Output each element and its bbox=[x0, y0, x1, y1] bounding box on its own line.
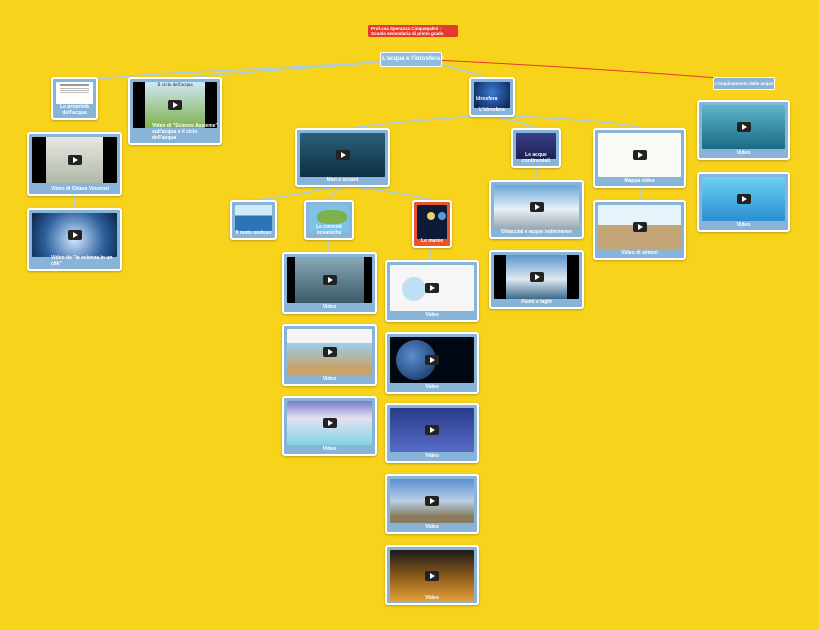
video-thumbnail bbox=[390, 550, 474, 602]
play-icon[interactable] bbox=[425, 425, 439, 435]
node-scienze-vita[interactable]: Video da "la scienza in un clik" bbox=[27, 208, 122, 271]
node-video-correnti-3[interactable]: Video bbox=[282, 396, 377, 456]
play-icon[interactable] bbox=[67, 155, 82, 165]
node-caption: Mari e oceani bbox=[326, 177, 359, 183]
node-proprieta[interactable]: Le proprietà dell'acqua bbox=[51, 77, 98, 120]
node-caption: Le proprietà dell'acqua bbox=[60, 104, 89, 116]
node-video-maree-3[interactable]: Video bbox=[385, 403, 479, 463]
node-inquinamento-video-2[interactable]: Video bbox=[697, 172, 790, 232]
slide-title: Il ciclo dell'acqua bbox=[157, 83, 193, 88]
node-caption: Le maree bbox=[421, 238, 443, 244]
node-correnti[interactable]: Le correnti oceaniche bbox=[304, 200, 354, 240]
play-icon[interactable] bbox=[425, 496, 439, 506]
document-thumbnail bbox=[56, 82, 93, 104]
play-icon[interactable] bbox=[529, 272, 544, 282]
video-thumbnail: Il ciclo dell'acqua bbox=[133, 82, 217, 128]
node-video-correnti-1[interactable]: Video bbox=[282, 252, 377, 314]
node-video-maree-5[interactable]: Video bbox=[385, 545, 479, 605]
author-note: Prof.ssa Speranza Cinquepalmi - Scuola s… bbox=[368, 25, 458, 37]
node-caption: Ghiacciai e acque sotterranee bbox=[501, 229, 572, 235]
node-caption: Video bbox=[425, 595, 439, 601]
image-title: Idrosfera bbox=[476, 96, 498, 102]
node-caption: Video bbox=[322, 446, 337, 452]
node-caption: Video di sintesi bbox=[621, 250, 658, 256]
play-icon[interactable] bbox=[322, 418, 337, 428]
video-thumbnail bbox=[390, 265, 474, 311]
node-fiumi[interactable]: Fiumi e laghi bbox=[489, 250, 584, 309]
video-thumbnail bbox=[598, 205, 681, 249]
node-caption: Mappa video bbox=[624, 178, 655, 184]
play-icon[interactable] bbox=[736, 194, 751, 204]
node-ciclo-video[interactable]: Il ciclo dell'acqua Video di "Scienze As… bbox=[128, 77, 222, 145]
video-thumbnail bbox=[494, 255, 579, 299]
play-icon[interactable] bbox=[322, 347, 337, 357]
node-video-maree-1[interactable]: Video bbox=[385, 260, 479, 322]
play-icon[interactable] bbox=[425, 283, 439, 293]
video-thumbnail bbox=[32, 213, 117, 257]
node-caption: Video bbox=[736, 222, 751, 228]
node-caption: L'idrosfera bbox=[479, 107, 505, 113]
play-icon[interactable] bbox=[322, 275, 337, 285]
image-thumbnail bbox=[309, 205, 349, 231]
node-chiara[interactable]: Video di Chiara Vincenzi bbox=[27, 132, 122, 196]
play-icon[interactable] bbox=[335, 150, 350, 160]
node-caption: Video di Chiara Vincenzi bbox=[51, 186, 109, 192]
node-caption: Le acque continentali bbox=[521, 152, 551, 164]
video-thumbnail bbox=[390, 479, 474, 523]
node-caption: Le correnti oceaniche bbox=[316, 224, 342, 236]
node-caption: Video bbox=[425, 453, 439, 459]
video-thumbnail bbox=[287, 329, 372, 375]
node-caption: Video bbox=[425, 524, 439, 530]
node-video-maree-4[interactable]: Video bbox=[385, 474, 479, 534]
play-icon[interactable] bbox=[632, 150, 647, 160]
node-caption: Video bbox=[322, 304, 337, 310]
node-mari[interactable]: Mari e oceani bbox=[295, 128, 390, 187]
node-caption: Video bbox=[425, 312, 439, 318]
video-thumbnail bbox=[300, 133, 385, 177]
node-moto[interactable]: Il moto ondoso bbox=[230, 200, 277, 240]
video-thumbnail bbox=[390, 337, 474, 383]
play-icon[interactable] bbox=[632, 222, 647, 232]
play-icon[interactable] bbox=[67, 230, 82, 240]
play-icon[interactable] bbox=[168, 100, 182, 110]
node-sintesi[interactable]: Video di sintesi bbox=[593, 200, 686, 260]
node-caption: Video bbox=[736, 150, 751, 156]
node-caption: Video di "Scienze Assieme" sull'acqua e … bbox=[152, 123, 218, 141]
node-caption: Video bbox=[322, 376, 337, 382]
topic-inquinamento[interactable]: L'inquinamento delle acque bbox=[713, 77, 775, 90]
image-thumbnail: Idrosfera bbox=[474, 82, 510, 108]
node-continentali[interactable]: Le acque continentali bbox=[511, 128, 561, 168]
image-thumbnail bbox=[417, 205, 447, 239]
image-thumbnail bbox=[235, 205, 272, 231]
play-icon[interactable] bbox=[529, 202, 544, 212]
node-ghiacciai[interactable]: Ghiacciai e acque sotterranee bbox=[489, 180, 584, 239]
node-video-maree-2[interactable]: Video bbox=[385, 332, 479, 394]
node-caption: Il moto ondoso bbox=[235, 230, 272, 236]
node-inquinamento-video-1[interactable]: Video bbox=[697, 100, 790, 160]
video-thumbnail bbox=[287, 257, 372, 303]
video-thumbnail bbox=[287, 401, 372, 445]
node-maree[interactable]: Le maree bbox=[412, 200, 452, 248]
video-thumbnail bbox=[32, 137, 117, 183]
node-video-correnti-2[interactable]: Video bbox=[282, 324, 377, 386]
play-icon[interactable] bbox=[425, 571, 439, 581]
node-caption: Fiumi e laghi bbox=[521, 299, 552, 305]
video-thumbnail bbox=[702, 105, 785, 149]
play-icon[interactable] bbox=[736, 122, 751, 132]
video-thumbnail bbox=[598, 133, 681, 177]
root-topic[interactable]: L'acqua e l'idrosfera bbox=[380, 52, 442, 67]
video-thumbnail bbox=[702, 177, 785, 221]
video-thumbnail bbox=[390, 408, 474, 452]
node-caption: Video da "la scienza in un clik" bbox=[51, 255, 113, 267]
children-count: 4 bbox=[441, 55, 444, 60]
video-thumbnail bbox=[494, 185, 579, 229]
play-icon[interactable] bbox=[425, 355, 439, 365]
node-caption: Video bbox=[425, 384, 439, 390]
node-idrosfera[interactable]: Idrosfera L'idrosfera bbox=[469, 77, 515, 117]
image-thumbnail bbox=[516, 133, 556, 159]
node-mappa[interactable]: Mappa video bbox=[593, 128, 686, 188]
